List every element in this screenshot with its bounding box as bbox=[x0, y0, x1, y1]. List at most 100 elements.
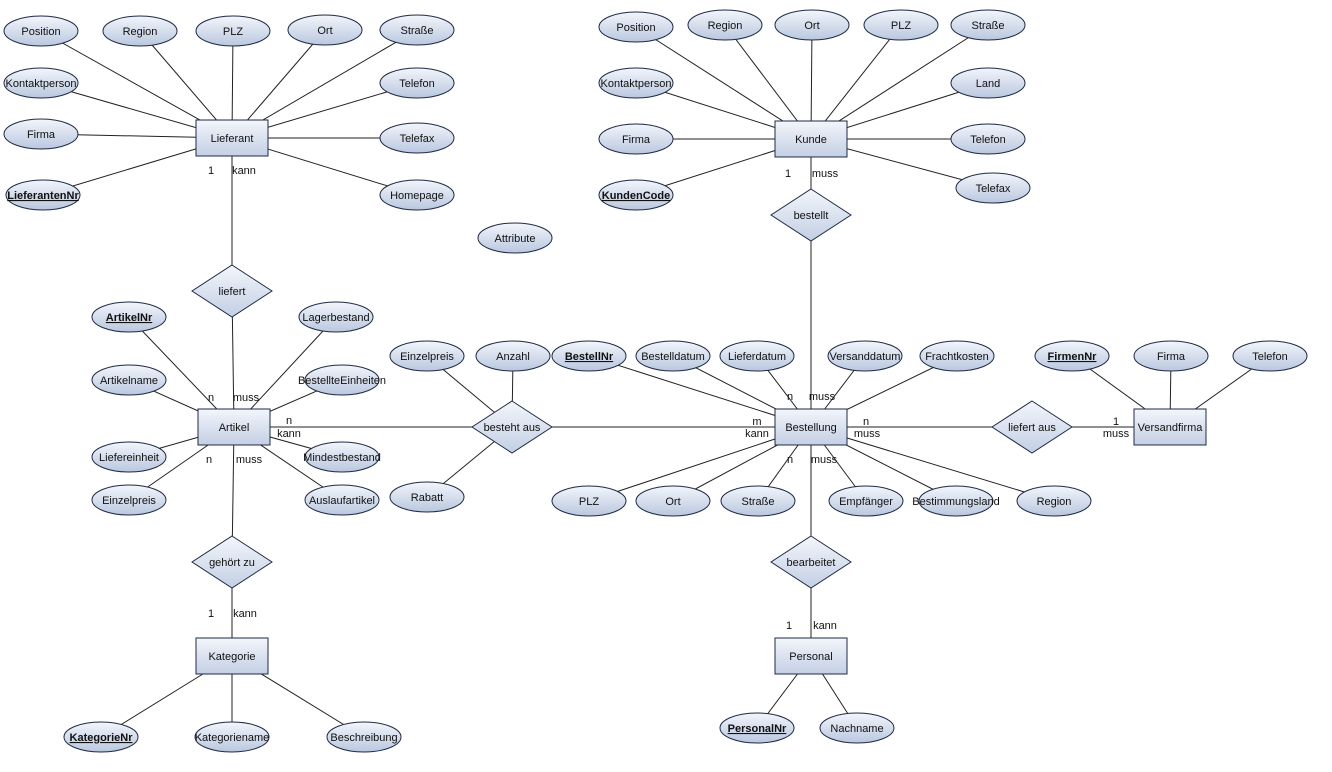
attribute-k_strasse[interactable]: Straße bbox=[950, 9, 1026, 41]
attribute-v_firma[interactable]: Firma bbox=[1133, 340, 1209, 372]
cardinality-label: muss bbox=[812, 168, 839, 180]
attribute-k_plz[interactable]: PLZ bbox=[863, 9, 939, 41]
attribute-l_firma[interactable]: Firma bbox=[3, 118, 79, 150]
attribute-l_position[interactable]: Position bbox=[3, 15, 79, 47]
attribute-a_liefer[interactable]: Liefereinheit bbox=[91, 441, 167, 473]
attribute-kat_name[interactable]: Kategoriename bbox=[194, 721, 270, 753]
entity-artikel[interactable]: Artikel bbox=[197, 408, 271, 446]
attribute-k_kontakt[interactable]: Kontaktperson bbox=[598, 67, 674, 99]
attribute-a_mindest[interactable]: Mindestbestand bbox=[303, 441, 381, 473]
attribute-ellipse bbox=[195, 15, 271, 47]
attribute-ellipse bbox=[719, 712, 795, 744]
relationship-gehoert_zu[interactable]: gehört zu bbox=[191, 535, 273, 589]
attribute-l_telefax[interactable]: Telefax bbox=[379, 122, 455, 154]
attribute-k_firma[interactable]: Firma bbox=[598, 123, 674, 155]
attribute-l_ort[interactable]: Ort bbox=[287, 14, 363, 46]
attribute-ellipse bbox=[687, 9, 763, 41]
attribute-p_nr[interactable]: PersonalNr bbox=[719, 712, 795, 744]
attribute-b_versanddatum[interactable]: Versanddatum bbox=[827, 340, 903, 372]
attribute-b_plz[interactable]: PLZ bbox=[551, 485, 627, 517]
attribute-ellipse bbox=[389, 340, 465, 372]
entity-label: Versandfirma bbox=[1138, 422, 1204, 434]
cardinality-label: 1 bbox=[786, 620, 792, 632]
entity-lieferant[interactable]: Lieferant bbox=[195, 119, 269, 157]
attribute-ellipse bbox=[5, 179, 81, 211]
attribute-b_land[interactable]: Bestimmungsland bbox=[912, 485, 1000, 517]
attribute-l_strasse[interactable]: Straße bbox=[379, 14, 455, 46]
connector-line-b_plz bbox=[588, 426, 812, 502]
attribute-kat_nr[interactable]: KategorieNr bbox=[63, 721, 139, 753]
attribute-b_strasse[interactable]: Straße bbox=[720, 485, 796, 517]
entity-personal[interactable]: Personal bbox=[774, 637, 848, 675]
entity-label: Lieferant bbox=[211, 133, 254, 145]
attribute-k_position[interactable]: Position bbox=[598, 11, 674, 43]
attribute-ellipse bbox=[863, 9, 939, 41]
attribute-l_plz[interactable]: PLZ bbox=[195, 15, 271, 47]
attribute-v_nr[interactable]: FirmenNr bbox=[1034, 340, 1110, 372]
attribute-attribute[interactable]: Attribute bbox=[477, 222, 553, 254]
attribute-k_ort[interactable]: Ort bbox=[774, 9, 850, 41]
entity-kategorie[interactable]: Kategorie bbox=[195, 637, 269, 675]
attribute-ellipse bbox=[950, 67, 1026, 99]
attribute-ba_rabatt[interactable]: Rabatt bbox=[389, 481, 465, 513]
attribute-k_telefon[interactable]: Telefon bbox=[950, 123, 1026, 155]
relationship-bestellt[interactable]: bestellt bbox=[770, 188, 852, 242]
attribute-ba_anzahl[interactable]: Anzahl bbox=[475, 340, 551, 372]
attribute-b_nr[interactable]: BestellNr bbox=[551, 340, 627, 372]
key-attribute-label: BestellNr bbox=[565, 351, 614, 363]
relationship-diamond bbox=[770, 535, 852, 589]
attribute-a_nr[interactable]: ArtikelNr bbox=[91, 301, 167, 333]
attribute-a_lager[interactable]: Lagerbestand bbox=[298, 301, 374, 333]
cardinality-label: n bbox=[863, 416, 869, 428]
attribute-l_homepage[interactable]: Homepage bbox=[379, 179, 455, 211]
relationship-diamond bbox=[770, 188, 852, 242]
attribute-b_empf[interactable]: Empfänger bbox=[828, 485, 904, 517]
attribute-k_region[interactable]: Region bbox=[687, 9, 763, 41]
attribute-l_region[interactable]: Region bbox=[102, 15, 178, 47]
attribute-l_nr[interactable]: LieferantenNr bbox=[5, 179, 81, 211]
attribute-k_code[interactable]: KundenCode bbox=[598, 179, 674, 211]
connector-line-b_region bbox=[810, 426, 1055, 502]
relationship-liefert[interactable]: liefert bbox=[191, 264, 273, 318]
cardinality-label: muss bbox=[233, 392, 260, 404]
attribute-l_telefon[interactable]: Telefon bbox=[379, 67, 455, 99]
attribute-k_land[interactable]: Land bbox=[950, 67, 1026, 99]
entity-label: Personal bbox=[789, 651, 832, 663]
entity-bestellung[interactable]: Bestellung bbox=[774, 408, 848, 446]
entity-versandfirma[interactable]: Versandfirma bbox=[1133, 408, 1207, 446]
attribute-ellipse bbox=[63, 721, 139, 753]
relationship-besteht_aus[interactable]: besteht aus bbox=[471, 400, 553, 454]
attribute-ellipse bbox=[1133, 340, 1209, 372]
relationship-label: liefert aus bbox=[1008, 422, 1056, 434]
relationship-bearbeitet[interactable]: bearbeitet bbox=[770, 535, 852, 589]
entity-rect bbox=[774, 637, 848, 675]
attribute-label: Telefax bbox=[976, 183, 1011, 195]
attribute-p_name[interactable]: Nachname bbox=[819, 712, 895, 744]
attribute-k_telefax[interactable]: Telefax bbox=[955, 172, 1031, 204]
attribute-b_region[interactable]: Region bbox=[1016, 485, 1092, 517]
entity-kunde[interactable]: Kunde bbox=[774, 120, 848, 158]
attribute-kat_beschr[interactable]: Beschreibung bbox=[326, 721, 402, 753]
relationship-liefert_aus[interactable]: liefert aus bbox=[991, 400, 1073, 454]
attribute-label: Straße bbox=[971, 20, 1004, 32]
attribute-label: Bestimmungsland bbox=[912, 496, 999, 508]
attribute-b_lieferdatum[interactable]: Lieferdatum bbox=[719, 340, 795, 372]
attribute-b_datum[interactable]: Bestelldatum bbox=[635, 340, 711, 372]
attribute-ellipse bbox=[720, 485, 796, 517]
attribute-b_fracht[interactable]: Frachtkosten bbox=[919, 340, 995, 372]
attribute-ellipse bbox=[719, 340, 795, 372]
attribute-ba_preis[interactable]: Einzelpreis bbox=[389, 340, 465, 372]
attribute-a_auslauf[interactable]: Auslaufartikel bbox=[304, 484, 380, 516]
attribute-a_name[interactable]: Artikelname bbox=[91, 364, 167, 396]
attribute-a_preis[interactable]: Einzelpreis bbox=[91, 484, 167, 516]
entity-rect bbox=[774, 120, 848, 158]
attribute-ellipse bbox=[298, 301, 374, 333]
attribute-label: Rabatt bbox=[411, 492, 443, 504]
attribute-ellipse bbox=[955, 172, 1031, 204]
attribute-l_kontakt[interactable]: Kontaktperson bbox=[3, 67, 79, 99]
attribute-b_ort[interactable]: Ort bbox=[635, 485, 711, 517]
attribute-v_telefon[interactable]: Telefon bbox=[1232, 340, 1308, 372]
relationship-label: bestellt bbox=[794, 210, 829, 222]
key-attribute-label: KategorieNr bbox=[70, 732, 134, 744]
attribute-a_bestellt[interactable]: BestellteEinheiten bbox=[298, 364, 386, 396]
